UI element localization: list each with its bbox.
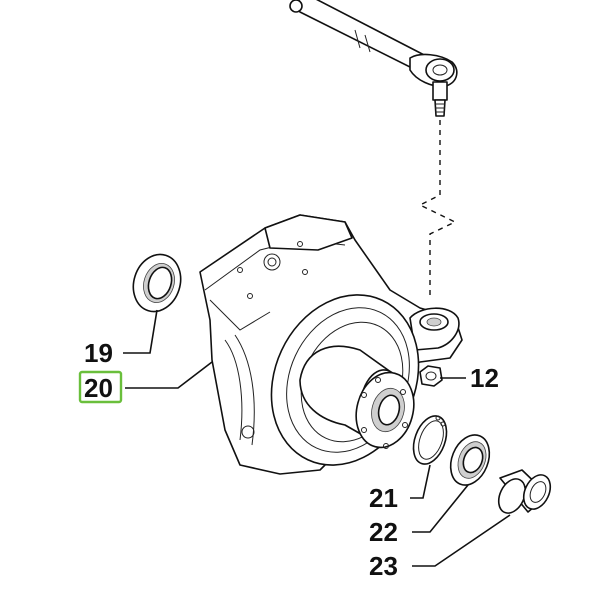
callout-19: 19 [84,338,113,368]
callout-22: 22 [369,517,398,547]
steering-knuckle-20 [199,214,463,475]
callout-21: 21 [369,483,398,513]
callout-20: 20 [84,373,113,403]
leader-22 [412,484,469,533]
callout-23: 23 [369,551,398,581]
leader-19 [123,309,158,354]
tie-rod [289,0,458,117]
seal-ring-19 [132,253,182,313]
callout-12: 12 [470,363,499,393]
snap-ring-21 [412,415,448,465]
leader-23 [412,514,511,567]
nut-12 [419,365,443,387]
bushing-23 [497,469,552,514]
bearing-22 [449,434,491,486]
assembly-dash-line [418,120,457,300]
leader-21 [410,464,431,499]
callout-20-highlight [78,370,123,404]
leader-20 [125,361,213,389]
